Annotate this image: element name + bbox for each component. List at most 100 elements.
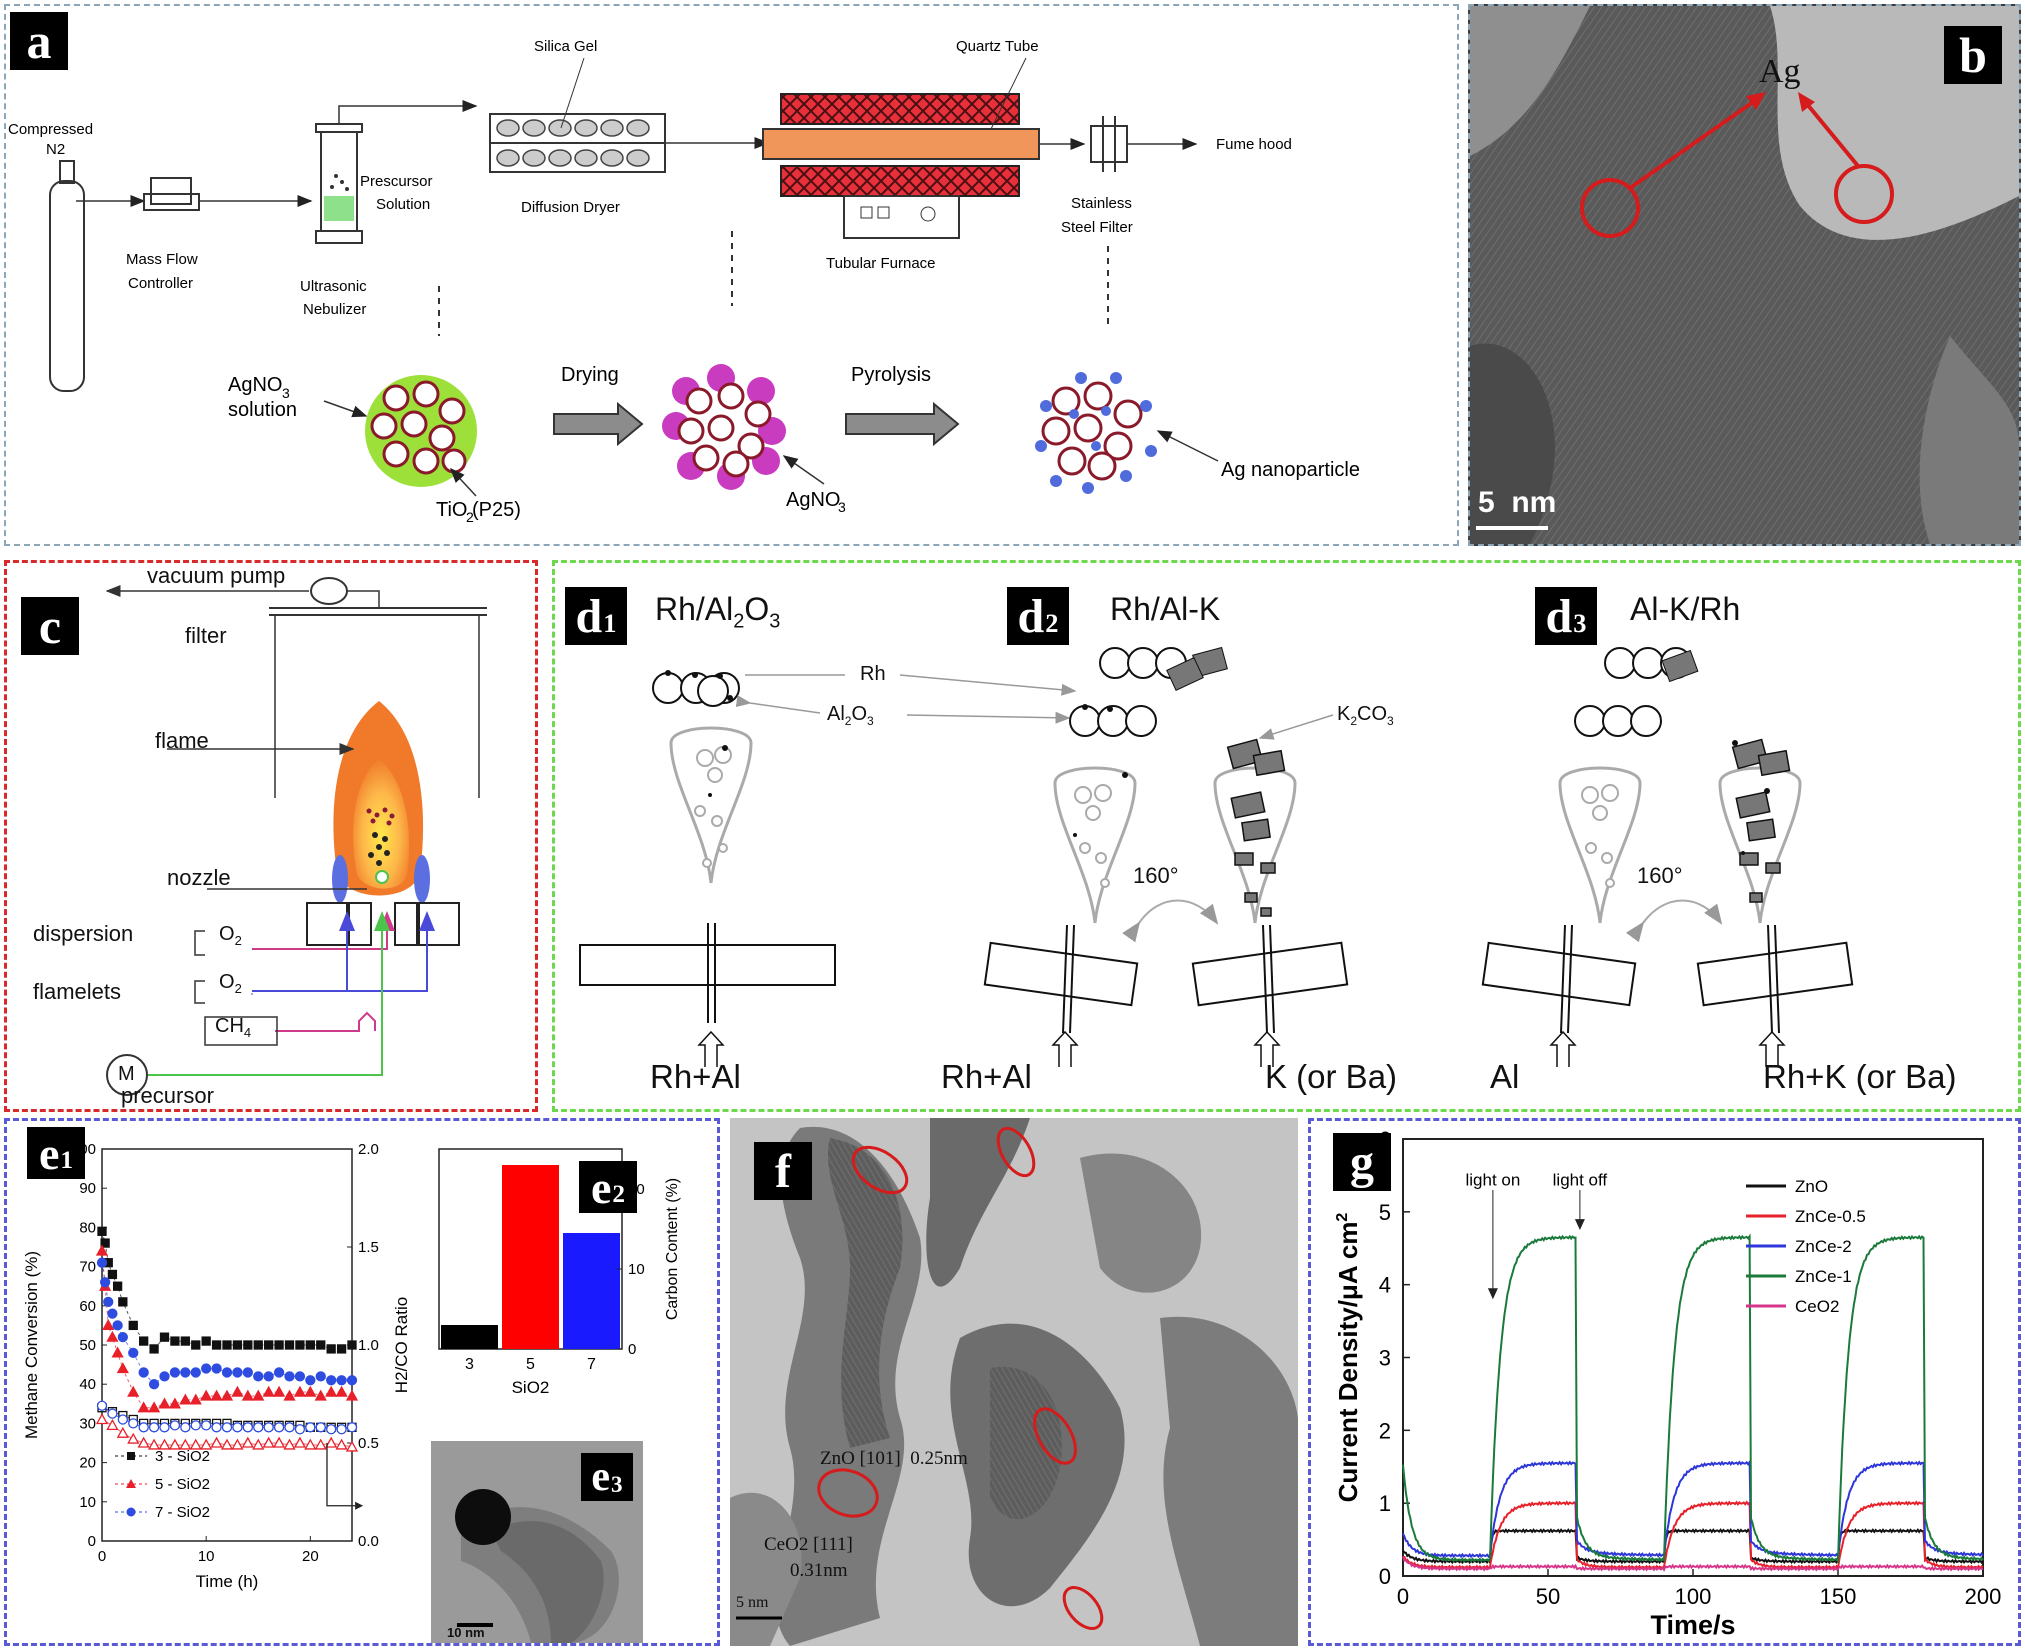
d1-particles — [652, 670, 740, 707]
input-al-d3: Al — [1490, 1058, 1520, 1095]
e1-point — [293, 1436, 307, 1448]
svg-text:TiO: TiO — [436, 499, 467, 521]
svg-text:Nebulizer: Nebulizer — [303, 301, 366, 318]
svg-text:solution: solution — [228, 399, 297, 421]
flame-label: flame — [155, 728, 209, 753]
e1-point — [138, 1367, 149, 1378]
e1-point — [231, 1385, 244, 1397]
e2-ytick-label: 0 — [628, 1341, 636, 1358]
e1-point — [127, 1432, 140, 1444]
g-ytick-label: 5 — [1379, 1200, 1391, 1225]
e1-point — [274, 1340, 284, 1350]
agno3-coated-particle — [662, 364, 786, 490]
e1-point — [346, 1422, 358, 1433]
ceo2-spacing: 0.31nm — [790, 1560, 848, 1581]
e1-ytick-label: 60 — [79, 1298, 96, 1315]
e1-point — [149, 1344, 159, 1354]
e1-methane-conversion-chart: 01020304050607080901000.00.51.01.52.0010… — [22, 1141, 411, 1591]
e1-point — [169, 1420, 181, 1431]
e1-point — [284, 1371, 295, 1382]
g-legend-label: ZnCe-1 — [1795, 1267, 1852, 1286]
e2-ytick-label: 10 — [628, 1261, 645, 1278]
precursor-label: precursor — [121, 1083, 214, 1108]
ag-nanoparticle-cluster — [1035, 372, 1157, 494]
dual-nozzle-diagrams — [579, 646, 1854, 1067]
e1-point — [273, 1367, 285, 1378]
e1-ytick-label: 70 — [79, 1259, 96, 1276]
e1-series-line — [101, 1231, 353, 1350]
e1-y2label: H2/CO Ratio — [392, 1297, 411, 1393]
e2-bar — [563, 1233, 620, 1349]
svg-text:Solution: Solution — [376, 196, 430, 213]
g-xtick-label: 50 — [1536, 1584, 1560, 1609]
e1-legend-label: 5 - SiO2 — [155, 1476, 210, 1493]
panel-g-label: g — [1333, 1133, 1391, 1191]
e1-point — [112, 1320, 123, 1331]
e1-point — [305, 1340, 315, 1350]
e1-xtick-label: 0 — [98, 1548, 106, 1565]
e1-ytick-label: 80 — [79, 1219, 96, 1236]
svg-text:Controller: Controller — [128, 275, 193, 292]
e1-point — [335, 1438, 348, 1450]
e1-point — [210, 1436, 223, 1448]
e2-xtick-label: 7 — [587, 1356, 596, 1373]
e1-point — [294, 1371, 306, 1382]
g-legend-label: ZnO — [1795, 1177, 1828, 1196]
e1-y2tick-label: 1.0 — [358, 1337, 379, 1354]
flame-spray-pyrolysis-diagram — [105, 577, 487, 1096]
g-light-off-label: light off — [1553, 1170, 1608, 1189]
e1-point — [314, 1438, 327, 1450]
svg-text:Diffusion Dryer: Diffusion Dryer — [521, 199, 620, 216]
o2-flamelet-label: O2 — [219, 971, 242, 996]
e1-point — [272, 1436, 286, 1448]
g-series-znce-2 — [1402, 1459, 1984, 1560]
e1-point — [148, 1422, 160, 1433]
e1-point — [189, 1393, 202, 1405]
e1-point — [326, 1375, 337, 1386]
e1-point — [220, 1389, 234, 1401]
agno3-droplet — [365, 375, 477, 487]
e1-point — [325, 1436, 338, 1448]
e1-axis-arrowhead — [355, 1501, 364, 1510]
f-scale-label: 5 nm — [736, 1594, 769, 1611]
e1-point — [107, 1308, 118, 1319]
rh-label: Rh — [860, 663, 886, 685]
e1-point — [117, 1332, 128, 1343]
e1-point — [106, 1419, 119, 1431]
e1-point — [112, 1281, 123, 1291]
e1-point — [169, 1367, 181, 1378]
e1-point — [116, 1426, 129, 1438]
panel-b-tem-image: b Ag 5 nm — [1468, 4, 2021, 546]
e1-point — [201, 1363, 212, 1374]
e1-point — [232, 1367, 243, 1378]
d2-title: Rh/Al-K — [1110, 591, 1221, 627]
e1-point — [326, 1344, 336, 1354]
e1-point — [262, 1436, 275, 1448]
e1-point — [304, 1438, 317, 1450]
svg-text:Tubular Furnace: Tubular Furnace — [826, 255, 936, 272]
e1-point — [336, 1375, 347, 1386]
e1-point — [222, 1340, 232, 1350]
e1-point — [159, 1422, 170, 1433]
e1-ytick-label: 90 — [79, 1180, 96, 1197]
e1-point — [111, 1346, 124, 1358]
e1-point — [263, 1371, 274, 1382]
e1-y2tick-label: 2.0 — [358, 1141, 379, 1158]
g-series-zno — [1402, 1528, 1984, 1566]
svg-text:3: 3 — [282, 385, 290, 401]
k2co3-label: K2CO3 — [1337, 703, 1394, 728]
e1-point — [99, 1277, 111, 1288]
svg-text:Ultrasonic: Ultrasonic — [300, 278, 367, 295]
svg-text:Drying: Drying — [561, 364, 619, 386]
e2-bar — [502, 1165, 559, 1349]
e1-point — [262, 1385, 275, 1397]
e1-point — [284, 1340, 295, 1350]
tem-micrograph — [1470, 6, 2019, 544]
svg-text:Compressed: Compressed — [8, 121, 93, 138]
e1-ytick-label: 0 — [88, 1533, 96, 1550]
